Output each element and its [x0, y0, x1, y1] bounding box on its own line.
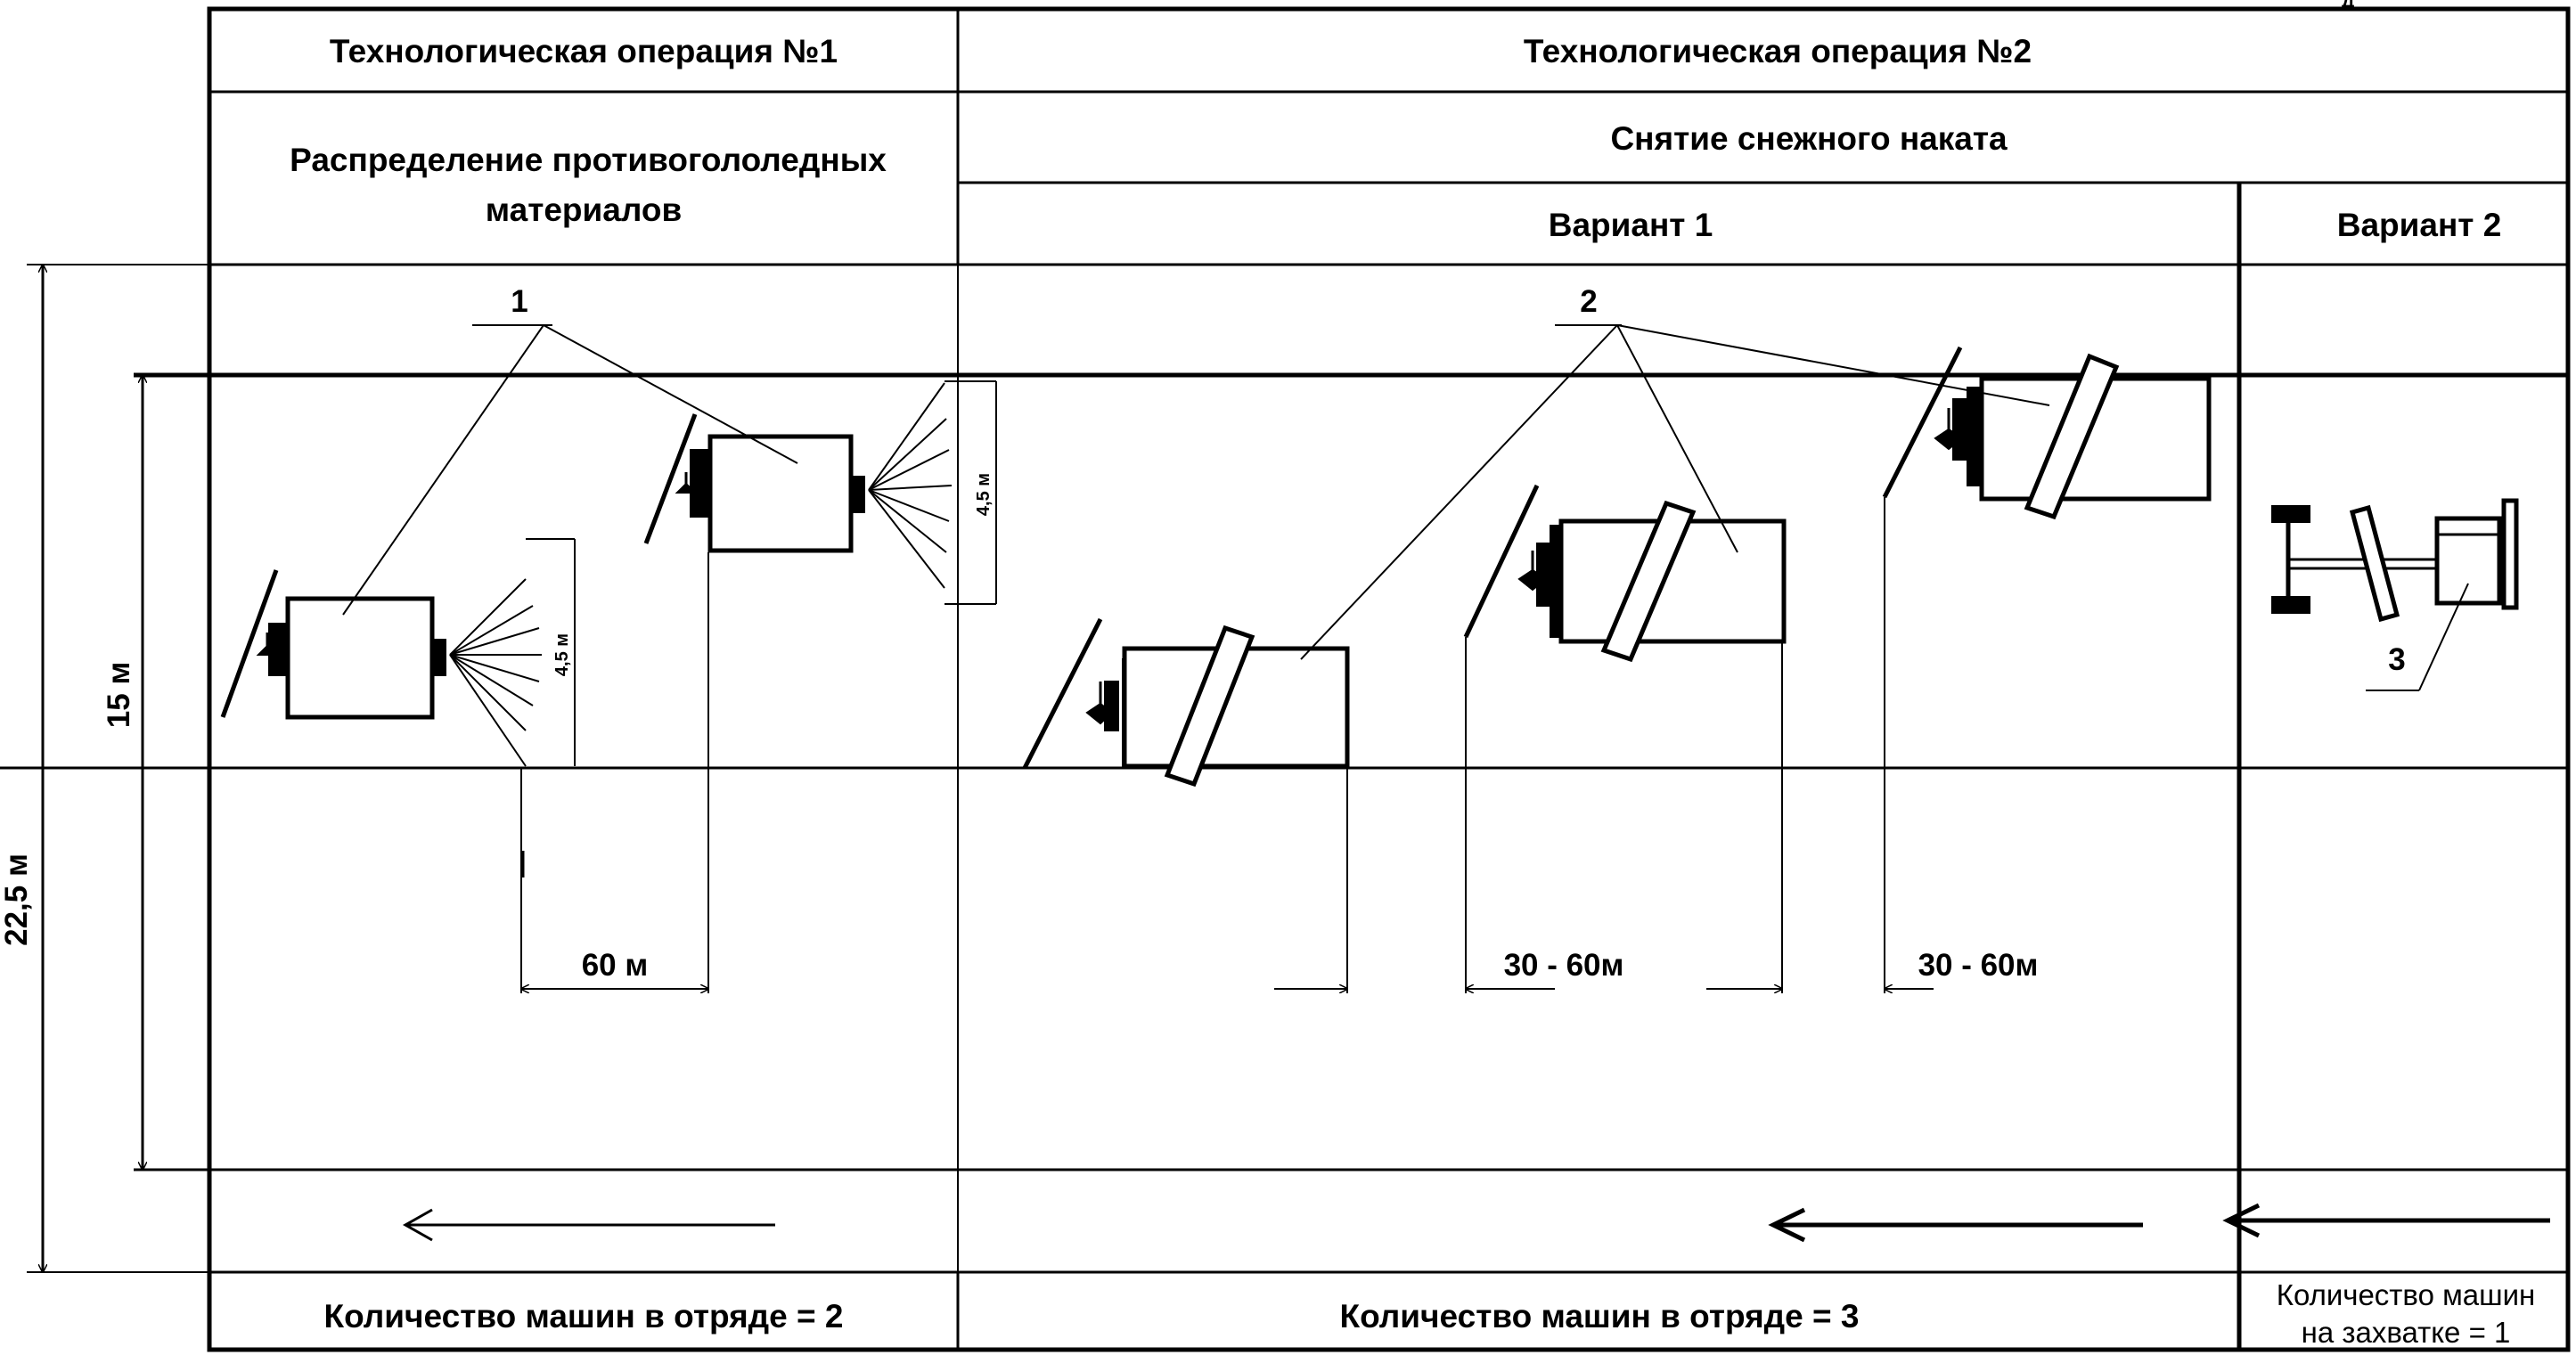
plow-truck-1 — [1022, 617, 1350, 788]
callout-1-leaders — [342, 324, 798, 616]
dimension-inner: 15 м — [102, 375, 143, 1170]
callout-1: 1 — [511, 284, 527, 319]
corner-mark: Д — [2342, 0, 2354, 12]
plow-truck-2 — [1463, 484, 1787, 663]
op1-machine-count: Количество машин в отряде = 2 — [324, 1298, 844, 1335]
callout-2: 2 — [1580, 284, 1597, 319]
op1-subtitle-line1: Распределение противогололедных — [290, 142, 887, 178]
direction-arrow-op1 — [402, 1208, 775, 1242]
road-width-outer-label: 22,5 м — [0, 853, 34, 946]
variant2-machine-count-line2: на захватке = 1 — [2302, 1316, 2511, 1349]
spread-width-b-label: 4,5 м — [552, 633, 572, 676]
direction-arrow-op2 — [1768, 1207, 2143, 1243]
gap-op2-a-label: 30 - 60м — [1504, 948, 1624, 983]
op2-subtitle: Снятие снежного наката — [1610, 120, 2008, 157]
variant2-label: Вариант 2 — [2337, 207, 2502, 243]
op1-title: Технологическая операция №1 — [330, 33, 838, 69]
callout-3-leader — [2366, 583, 2469, 691]
spreader-truck-a — [220, 569, 542, 767]
variant1-label: Вариант 1 — [1549, 207, 1713, 243]
op2-machine-count: Количество машин в отряде = 3 — [1340, 1298, 1860, 1335]
gap-op2-b-label: 30 - 60м — [1918, 948, 2039, 983]
gap-op1-label: 60 м — [582, 948, 649, 983]
grader — [2271, 498, 2519, 623]
direction-arrow-variant2 — [2222, 1203, 2550, 1238]
op1-subtitle-line2: материалов — [486, 192, 682, 228]
spread-width-a-label: 4,5 м — [974, 473, 994, 516]
plow-truck-3 — [1882, 346, 2212, 520]
gap-op2-dimensions — [1274, 497, 1934, 993]
variant2-machine-count-line1: Количество машин — [2277, 1278, 2536, 1311]
road-width-inner-label: 15 м — [102, 662, 136, 729]
callout-3: 3 — [2388, 642, 2405, 677]
callout-2-leaders — [1300, 324, 2050, 660]
gap-op1-dimension — [520, 552, 709, 993]
op2-title: Технологическая операция №2 — [1524, 33, 2032, 69]
dimension-outer: 22,5 м — [0, 264, 209, 1273]
spreader-truck-b — [643, 382, 953, 589]
